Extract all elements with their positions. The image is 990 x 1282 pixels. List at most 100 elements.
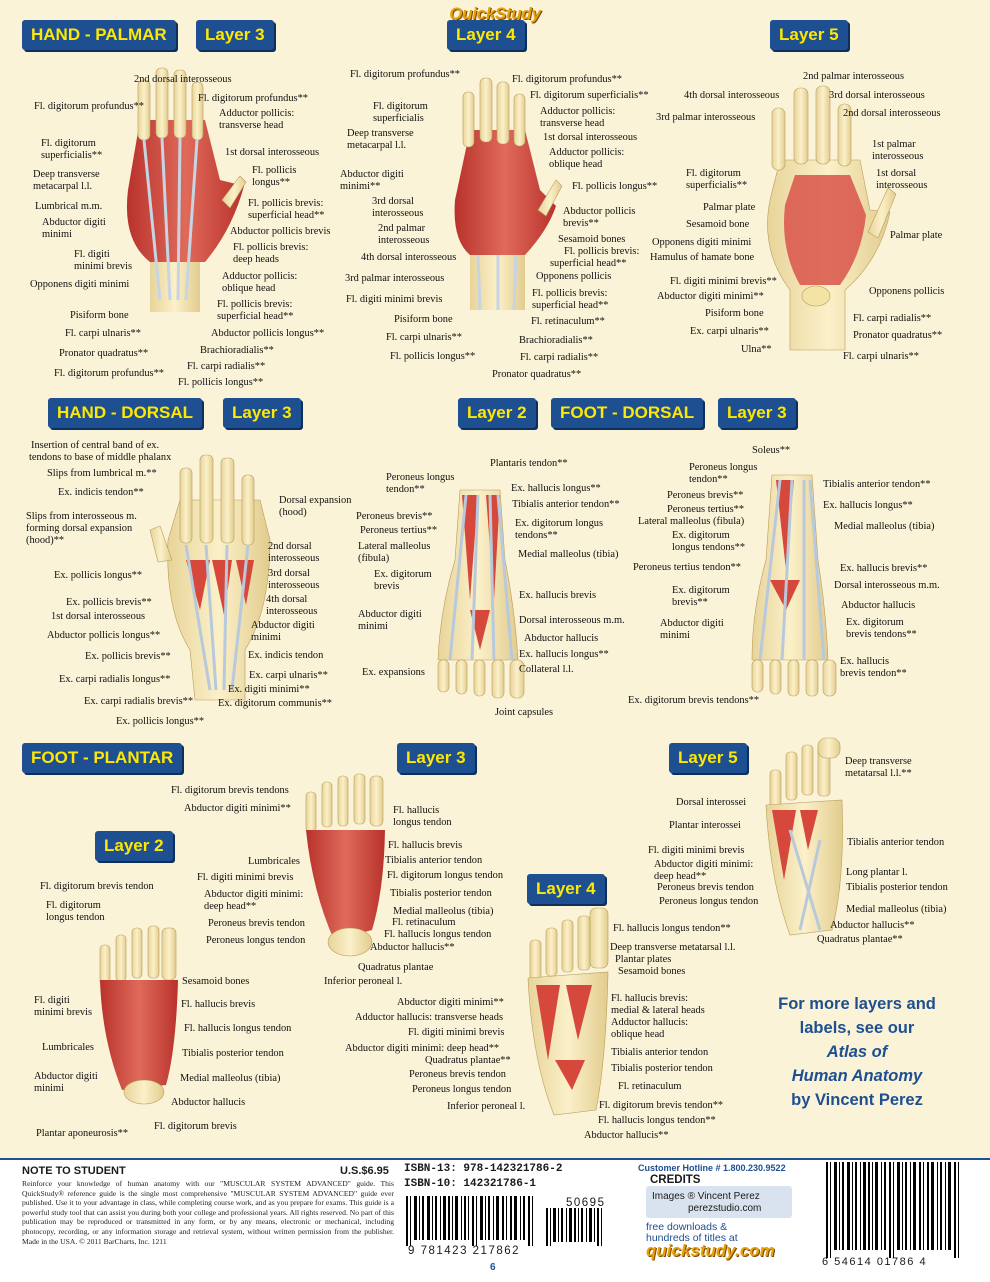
page-number: 6	[490, 1262, 496, 1273]
label: Ex. carpi radialis brevis**	[84, 696, 194, 707]
label: Abductor digiti minimi**	[184, 803, 291, 814]
label: Fl. digitorum brevis	[154, 1121, 237, 1132]
label: Fl. digitorum profundus**	[350, 69, 460, 80]
label: Peroneus brevis tendon	[409, 1069, 506, 1080]
label: 1st dorsal interosseous	[543, 132, 638, 143]
label: interosseous	[872, 151, 924, 162]
label: Fl. digitorum brevis tendons	[171, 785, 289, 796]
label: Peroneus longus	[386, 472, 455, 483]
label: Abductor digiti	[251, 620, 315, 631]
label: Ex. pollicis longus**	[54, 570, 143, 581]
label: Tibialis posterior tendon	[611, 1063, 713, 1074]
hand-dorsal-layer3-figure	[149, 454, 271, 701]
label: Fl. pollicis brevis:	[217, 299, 293, 310]
label: tendons**	[515, 530, 558, 541]
label: (fibula)	[358, 553, 390, 564]
label: Abductor digiti	[340, 169, 404, 180]
label: Fl. hallucis longus tendon	[384, 929, 492, 940]
label: Quadratus plantae**	[425, 1055, 511, 1066]
label: Opponens digiti minimi	[30, 279, 130, 290]
label: minimi brevis	[34, 1007, 93, 1018]
promo-title: Atlas of	[826, 1043, 888, 1061]
label: Fl. carpi ulnaris**	[386, 332, 462, 343]
atlas-promo: For more layers and labels, see our Atla…	[752, 992, 962, 1112]
label: Lateral malleolus	[358, 541, 431, 552]
label: Fl. digitorum brevis tendon**	[599, 1100, 724, 1111]
label: Ex. pollicis brevis**	[66, 597, 152, 608]
label: Slips from lumbrical m.**	[47, 468, 157, 479]
label: Fl. pollicis longus**	[178, 377, 264, 388]
label: Fl. retinaculum	[618, 1081, 682, 1092]
label: Ex. digitorum longus	[515, 518, 604, 529]
label: Ex. digitorum	[672, 530, 730, 541]
label: Fl. hallucis brevis:	[611, 993, 689, 1004]
label: Ex. pollicis longus**	[116, 716, 205, 727]
label: minimi	[660, 630, 691, 641]
label: superficialis	[373, 113, 424, 124]
label: superficial head**	[248, 210, 325, 221]
credits-box	[646, 1186, 792, 1218]
label: minimi brevis	[74, 261, 133, 272]
label: Fl. digitorum profundus**	[512, 74, 622, 85]
label: Hamulus of hamate bone	[650, 252, 755, 263]
label: Ex. digiti minimi**	[228, 684, 310, 695]
label: Fl. retinaculum**	[531, 316, 605, 327]
label: Fl. hallucis longus tendon	[184, 1023, 292, 1034]
quickstudy-url[interactable]: quickstudy.com	[646, 1241, 775, 1260]
label: Adductor hallucis:	[611, 1017, 689, 1028]
label: oblique head	[222, 283, 276, 294]
label: (hood)**	[26, 535, 65, 546]
label: Fl. digitorum longus tendon	[387, 870, 504, 881]
label: brevis	[374, 581, 400, 592]
heading-hand-palmar-layer3: Layer 3	[196, 20, 274, 50]
label: Fl. digitorum profundus**	[54, 368, 164, 379]
label: minimi	[251, 632, 282, 643]
label: Ex. hallucis longus**	[511, 483, 601, 494]
price-code: 50695	[566, 1197, 606, 1209]
label: 2nd dorsal interosseous	[134, 74, 232, 85]
isbn13: ISBN-13: 978-142321786-2	[404, 1163, 563, 1175]
label: minimi	[34, 1083, 65, 1094]
label: Sesamoid bones	[558, 234, 626, 245]
heading-foot-dorsal-layer3: Layer 3	[718, 398, 796, 428]
heading-foot-plantar-layer3: Layer 3	[397, 743, 475, 773]
label: 3rd dorsal	[372, 196, 414, 207]
label: Fl. hallucis longus tendon**	[598, 1115, 716, 1126]
label: Fl. digitorum superficialis**	[530, 90, 649, 101]
label: Fl. digiti	[74, 249, 110, 260]
label: longus tendon	[46, 912, 105, 923]
label: Plantar aponeurosis**	[36, 1128, 129, 1139]
label: transverse head	[219, 120, 284, 131]
label: Fl. carpi radialis**	[853, 313, 932, 324]
foot-plantar-layer3-figure	[305, 773, 385, 957]
label: superficialis**	[686, 180, 748, 191]
brand-logo: QuickStudy	[0, 4, 990, 24]
label: Pronator quadratus**	[492, 369, 582, 380]
label: Sesamoid bones	[182, 976, 250, 987]
label: brevis**	[672, 597, 708, 608]
label: Fl. carpi ulnaris**	[65, 328, 141, 339]
label: tendons to base of middle phalanx	[29, 452, 172, 463]
ean-digits: 9 781423 217862	[408, 1245, 521, 1257]
label: Peroneus brevis**	[667, 490, 744, 501]
label: superficial head**	[550, 258, 627, 269]
label: Abductor digiti minimi**	[657, 291, 764, 302]
foot-plantar-layer4-figure	[527, 907, 609, 1116]
label: Fl. digiti minimi brevis	[648, 845, 745, 856]
label: Pisiform bone	[394, 314, 453, 325]
promo-title: Human Anatomy	[791, 1067, 923, 1085]
heading-hand-dorsal: HAND - DORSAL	[48, 398, 202, 428]
label: 2nd dorsal interosseous	[843, 108, 941, 119]
label: 1st dorsal interosseous	[225, 147, 320, 158]
label: 2nd dorsal	[268, 541, 312, 552]
label: Dorsal interosseous m.m.	[834, 580, 940, 591]
label: Pronator quadratus**	[853, 330, 943, 341]
credits-site[interactable]: perezstudio.com	[688, 1203, 762, 1214]
label: Ex. pollicis brevis**	[85, 651, 171, 662]
label: Abductor digiti minimi: deep head**	[345, 1043, 500, 1054]
label: Tibialis anterior tendon	[847, 837, 945, 848]
label: Abductor pollicis	[563, 206, 636, 217]
label: Ex. indicis tendon**	[58, 487, 144, 498]
label: Peroneus brevis tendon	[657, 882, 754, 893]
label: Pisiform bone	[705, 308, 764, 319]
